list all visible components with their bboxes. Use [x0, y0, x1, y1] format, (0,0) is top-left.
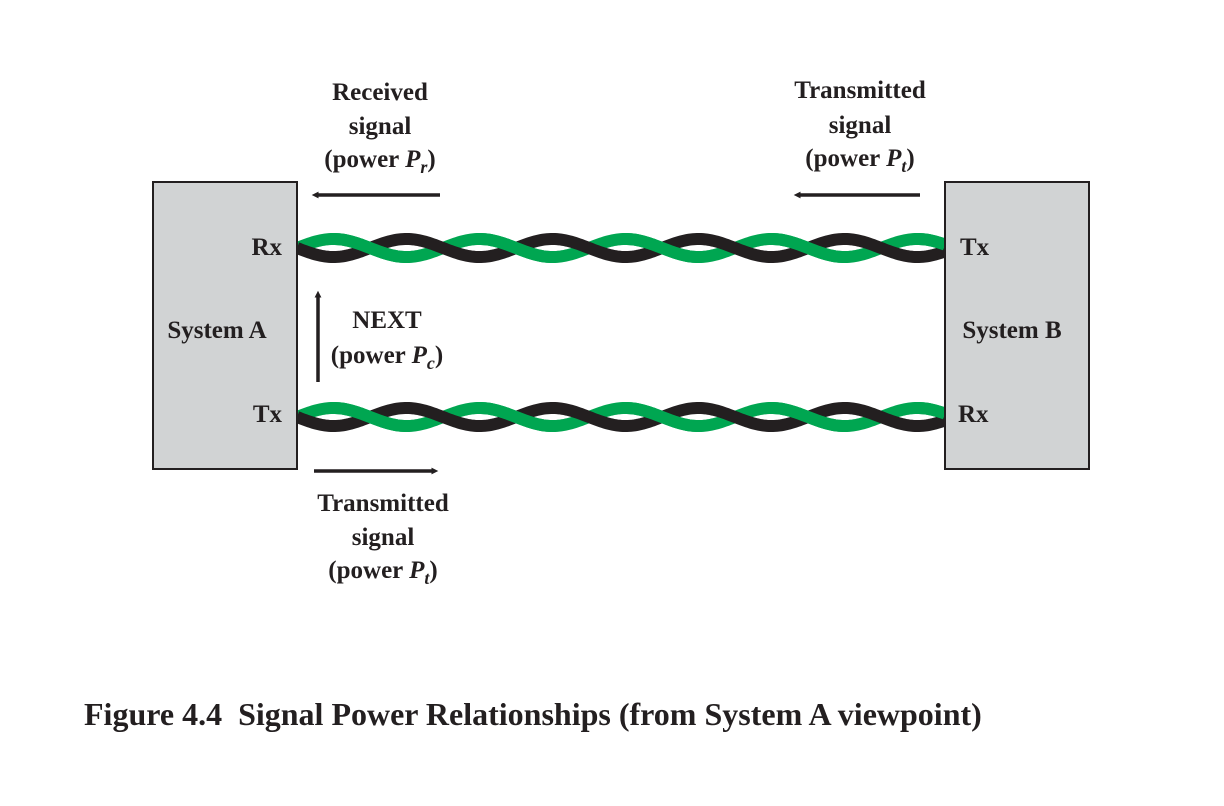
next-power: (power Pc) [331, 342, 443, 373]
transmitted-a-line1: Transmitted [317, 490, 449, 517]
next-label: NEXT (power Pc) [331, 307, 443, 373]
received-power: (power Pr) [324, 146, 435, 177]
transmitted-b-line2: signal [829, 112, 892, 139]
transmitted-b-line1: Transmitted [794, 77, 926, 104]
wire-black [294, 401, 947, 433]
received-line2: signal [349, 113, 412, 140]
system-a-port-tx: Tx [253, 401, 283, 428]
system-a-port-rx: Rx [251, 234, 282, 261]
figure-title: Signal Power Relationships (from System … [238, 696, 982, 732]
received-line1: Received [332, 79, 428, 106]
figure-caption: Figure 4.4 Signal Power Relationships (fr… [84, 696, 982, 732]
figure-number: Figure 4.4 [84, 696, 222, 732]
system-b-name: System B [962, 317, 1061, 344]
system-b-port-tx: Tx [960, 234, 990, 261]
received-signal-label: Received signal (power Pr) [324, 79, 435, 177]
twisted-pair-bottom [294, 401, 947, 433]
twisted-pair-top [294, 232, 947, 264]
transmitted-a-line2: signal [352, 524, 415, 551]
system-a-box [152, 181, 298, 470]
transmitted-a-power: (power Pt) [328, 557, 437, 588]
transmitted-signal-b-label: Transmitted signal (power Pt) [794, 77, 926, 176]
next-line1: NEXT [352, 307, 422, 334]
system-b-box [944, 181, 1090, 470]
system-b-port-rx: Rx [958, 401, 989, 428]
system-a-name: System A [167, 317, 266, 344]
wire-black [294, 232, 947, 264]
transmitted-signal-a-label: Transmitted signal (power Pt) [317, 490, 449, 588]
transmitted-b-power: (power Pt) [805, 145, 914, 176]
